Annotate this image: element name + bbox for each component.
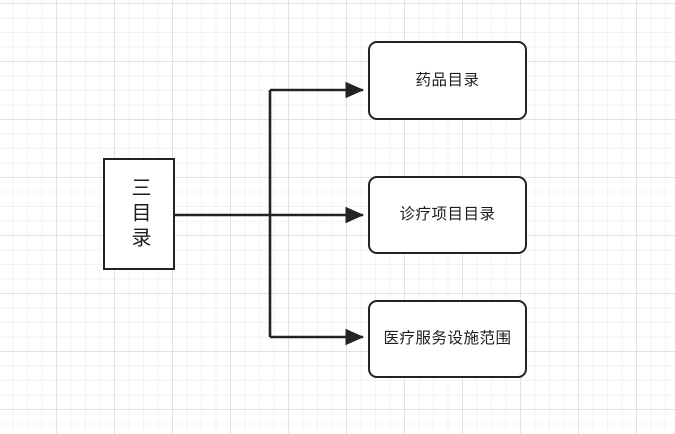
node-root[interactable]: 三目录 xyxy=(103,158,175,270)
node-diagnosis-catalog[interactable]: 诊疗项目目录 xyxy=(368,176,527,254)
node-drug-catalog[interactable]: 药品目录 xyxy=(368,41,527,120)
node-facility-scope[interactable]: 医疗服务设施范围 xyxy=(368,300,527,378)
node-facility-scope-label: 医疗服务设施范围 xyxy=(383,330,512,348)
node-diagnosis-catalog-label: 诊疗项目目录 xyxy=(399,206,496,224)
node-drug-catalog-label: 药品目录 xyxy=(415,71,480,89)
node-root-label: 三目录 xyxy=(128,176,150,252)
